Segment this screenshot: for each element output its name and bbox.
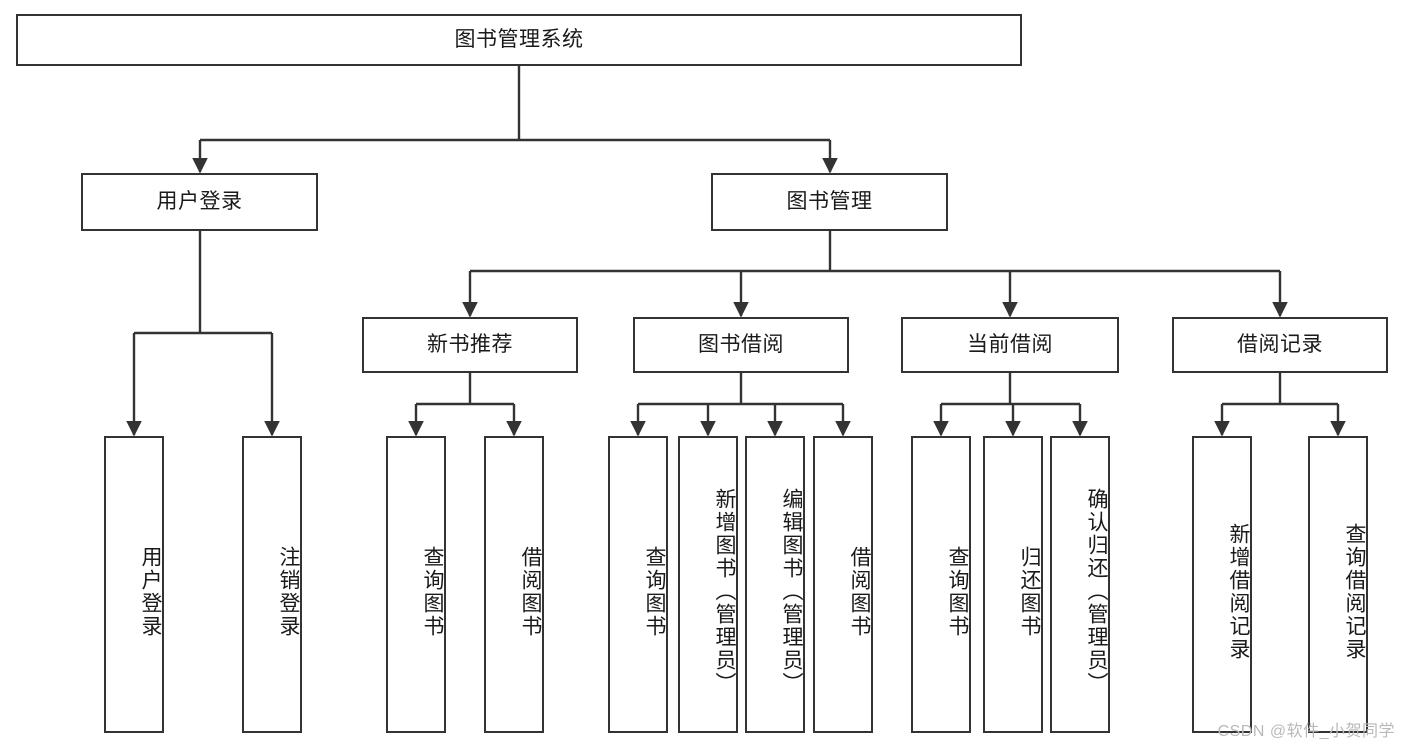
node-label: 用户登录	[156, 190, 243, 214]
node-leaf-confirm-return[interactable]: 确认归还（管理员）	[1050, 436, 1110, 733]
node-leaf-query-book-cur[interactable]: 查询图书	[911, 436, 971, 733]
node-label: 用户登录	[139, 545, 162, 638]
node-label: 注销登录	[277, 545, 300, 638]
node-label: 借阅图书	[519, 545, 542, 638]
node-current-borrow[interactable]: 当前借阅	[901, 317, 1119, 373]
node-leaf-borrow-book-rec[interactable]: 借阅图书	[484, 436, 544, 733]
node-label: 图书管理系统	[454, 28, 584, 52]
csdn-watermark: CSDN @软件_小贺同学	[1217, 723, 1395, 740]
node-leaf-add-record[interactable]: 新增借阅记录	[1192, 436, 1252, 733]
node-label: 查询图书	[946, 545, 969, 638]
node-user-login[interactable]: 用户登录	[81, 173, 318, 231]
node-label: 编辑图书（管理员）	[780, 488, 803, 695]
node-leaf-edit-book[interactable]: 编辑图书（管理员）	[745, 436, 805, 733]
node-leaf-add-book[interactable]: 新增图书（管理员）	[678, 436, 738, 733]
node-label: 借阅图书	[848, 545, 871, 638]
node-leaf-query-book-borrow[interactable]: 查询图书	[608, 436, 668, 733]
node-leaf-user-login[interactable]: 用户登录	[104, 436, 164, 733]
node-label: 新增图书（管理员）	[713, 488, 736, 695]
node-label: 确认归还（管理员）	[1085, 488, 1108, 695]
node-book-borrow[interactable]: 图书借阅	[633, 317, 849, 373]
node-new-book-rec[interactable]: 新书推荐	[362, 317, 578, 373]
node-label: 查询借阅记录	[1343, 522, 1366, 661]
node-root[interactable]: 图书管理系统	[16, 14, 1022, 66]
node-label: 查询图书	[421, 545, 444, 638]
node-leaf-return-book[interactable]: 归还图书	[983, 436, 1043, 733]
node-leaf-query-book-rec[interactable]: 查询图书	[386, 436, 446, 733]
node-book-manage[interactable]: 图书管理	[711, 173, 948, 231]
node-leaf-query-record[interactable]: 查询借阅记录	[1308, 436, 1368, 733]
node-label: 新书推荐	[427, 333, 513, 357]
node-label: 新增借阅记录	[1227, 522, 1250, 661]
node-label: 借阅记录	[1237, 333, 1323, 357]
node-label: 图书管理	[786, 190, 873, 214]
node-label: 当前借阅	[967, 333, 1053, 357]
node-leaf-logout[interactable]: 注销登录	[242, 436, 302, 733]
node-label: 图书借阅	[698, 333, 784, 357]
node-label: 归还图书	[1018, 545, 1041, 638]
node-leaf-borrow-book[interactable]: 借阅图书	[813, 436, 873, 733]
node-borrow-record[interactable]: 借阅记录	[1172, 317, 1388, 373]
node-label: 查询图书	[643, 545, 666, 638]
